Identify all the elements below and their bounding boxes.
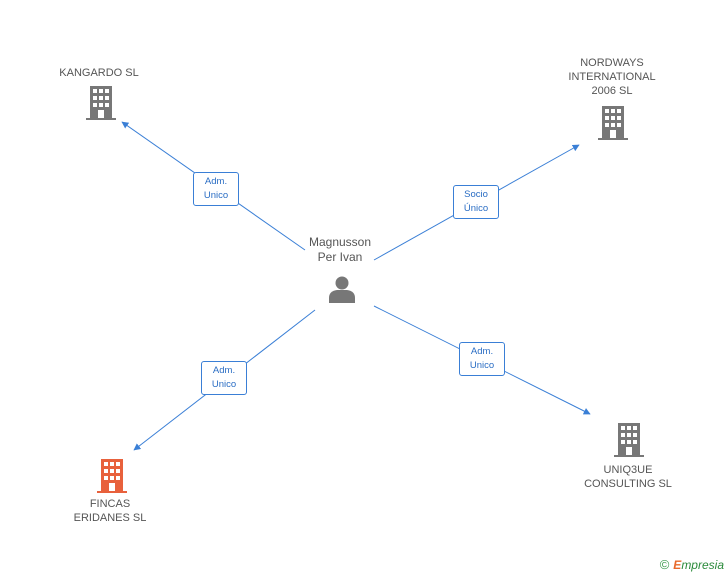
person-icon[interactable] bbox=[327, 275, 357, 303]
relation-label-line: Adm. bbox=[204, 176, 228, 187]
building-icon[interactable] bbox=[97, 459, 127, 493]
relation-label-line: Único bbox=[463, 203, 489, 214]
company-label-kangardo[interactable]: KANGARDO SL bbox=[59, 66, 138, 80]
relation-label-line: Socio bbox=[464, 189, 488, 200]
company-label-fincas[interactable]: FINCAS ERIDANES SL bbox=[74, 497, 147, 525]
relation-label-line: Unico bbox=[469, 360, 495, 371]
person-name-line2: Per Ivan bbox=[317, 250, 363, 264]
company-label-line: NORDWAYS bbox=[580, 57, 644, 69]
company-label-line: 2006 SL bbox=[591, 85, 633, 97]
relation-label-nordways[interactable]: Socio Único bbox=[453, 185, 499, 219]
logo-text: mpresia bbox=[681, 557, 724, 572]
company-label-line: KANGARDO SL bbox=[59, 67, 139, 79]
company-label-nordways[interactable]: NORDWAYS INTERNATIONAL 2006 SL bbox=[568, 56, 655, 98]
empresia-logo: Empresia bbox=[673, 558, 724, 572]
relation-label-line: Adm. bbox=[212, 365, 236, 376]
relation-label-fincas[interactable]: Adm. Unico bbox=[201, 361, 247, 395]
company-label-line: ERIDANES SL bbox=[73, 512, 147, 524]
person-name[interactable]: Magnusson Per Ivan bbox=[309, 235, 371, 265]
building-icon[interactable] bbox=[598, 106, 628, 140]
building-icon[interactable] bbox=[614, 423, 644, 457]
building-icon[interactable] bbox=[86, 86, 116, 120]
person-name-line1: Magnusson bbox=[308, 235, 372, 249]
relation-label-uniq3ue[interactable]: Adm. Unico bbox=[459, 342, 505, 376]
relation-label-kangardo[interactable]: Adm. Unico bbox=[193, 172, 239, 206]
copyright-icon: © bbox=[659, 557, 670, 572]
empresia-footer[interactable]: © Empresia bbox=[660, 557, 724, 572]
relation-label-line: Adm. bbox=[470, 346, 494, 357]
company-label-line: CONSULTING SL bbox=[584, 478, 672, 490]
relation-label-line: Unico bbox=[203, 190, 229, 201]
company-label-uniq3ue[interactable]: UNIQ3UE CONSULTING SL bbox=[584, 463, 672, 491]
relation-label-line: Unico bbox=[211, 379, 237, 390]
company-label-line: FINCAS bbox=[89, 498, 131, 510]
company-label-line: UNIQ3UE bbox=[603, 464, 653, 476]
logo-letter: E bbox=[673, 557, 682, 572]
company-label-line: INTERNATIONAL bbox=[568, 71, 656, 83]
